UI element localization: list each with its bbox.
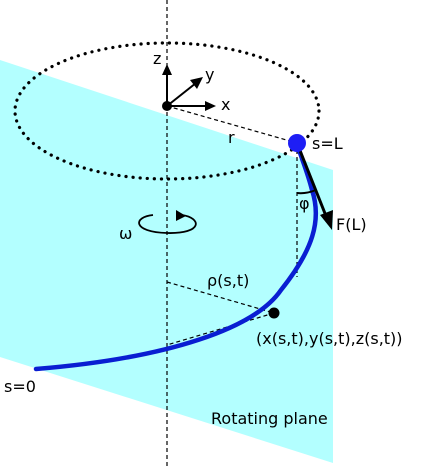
radius-line (166, 105, 298, 144)
phi-label: φ (299, 194, 310, 213)
coordinate-axes (162, 64, 216, 111)
y-label: y (205, 65, 214, 84)
plane-label: Rotating plane (211, 409, 328, 428)
origin-dot (162, 101, 172, 111)
omega-label: ω (119, 224, 132, 243)
point-label: (x(s,t),y(s,t),z(s,t)) (256, 329, 403, 348)
z-label: z (153, 49, 161, 68)
s-start-label: s=0 (4, 377, 36, 396)
r-label: r (228, 128, 235, 147)
beam-point (268, 307, 280, 319)
beam-curve (33, 140, 319, 372)
rho-label: ρ(s,t) (207, 271, 249, 290)
point-connector-line (166, 312, 275, 346)
phi-arc (296, 189, 317, 195)
x-label: x (221, 95, 230, 114)
rho-line (166, 281, 275, 314)
force-label: F(L) (336, 215, 367, 234)
force-arrow (295, 142, 333, 230)
end-mass (288, 134, 306, 152)
s-end-label: s=L (312, 134, 343, 153)
omega-rotation-icon (138, 210, 197, 234)
